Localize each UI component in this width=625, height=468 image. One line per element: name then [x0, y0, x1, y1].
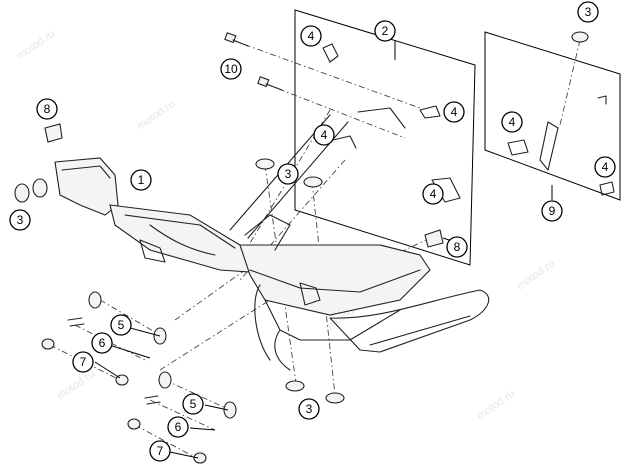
bracket-kit-panel-2 — [484, 31, 621, 201]
bushings — [41, 291, 237, 464]
callout-label: 3 — [306, 402, 313, 416]
callout-2: 2 — [374, 20, 396, 42]
callout-3: 3 — [277, 163, 299, 185]
callout-label: 6 — [99, 336, 106, 350]
callout-3: 3 — [9, 209, 31, 231]
callout-label: 4 — [602, 160, 609, 174]
callout-label: 7 — [157, 444, 164, 458]
callout-label: 4 — [321, 128, 328, 142]
callout-3: 3 — [298, 398, 320, 420]
callout-label: 4 — [509, 115, 516, 129]
callout-3: 3 — [577, 1, 599, 23]
callout-4: 4 — [443, 101, 465, 123]
callout-6: 6 — [91, 332, 113, 354]
callout-label: 3 — [285, 167, 292, 181]
clamps — [44, 123, 444, 248]
watermark-text: motod.ru — [55, 368, 97, 403]
callout-4: 4 — [594, 156, 616, 178]
frame — [54, 114, 490, 371]
callout-5: 5 — [110, 314, 132, 336]
callout-label: 6 — [175, 420, 182, 434]
callout-1: 1 — [130, 169, 152, 191]
callout-label: 7 — [80, 355, 87, 369]
callout-label: 5 — [190, 397, 197, 411]
callout-label: 5 — [118, 318, 125, 332]
callout-5: 5 — [182, 393, 204, 415]
callout-label: 1 — [138, 173, 145, 187]
callout-label: 4 — [308, 29, 315, 43]
callout-7: 7 — [149, 440, 171, 462]
callout-7: 7 — [72, 351, 94, 373]
callout-label: 4 — [451, 105, 458, 119]
leader-lines — [94, 40, 553, 459]
callout-10: 10 — [220, 58, 242, 80]
callout-9: 9 — [541, 200, 563, 222]
callout-label: 3 — [585, 5, 592, 19]
watermark-text: motod.ru — [15, 28, 57, 63]
callout-4: 4 — [300, 25, 322, 47]
callout-4: 4 — [501, 111, 523, 133]
grommets — [14, 31, 589, 404]
callout-label: 8 — [454, 240, 461, 254]
callout-label: 3 — [17, 213, 24, 227]
watermark-text: motod.ru — [135, 98, 177, 133]
callout-4: 4 — [313, 124, 335, 146]
callout-8: 8 — [446, 236, 468, 258]
callout-4: 4 — [422, 183, 444, 205]
callout-label: 4 — [430, 187, 437, 201]
callout-label: 2 — [382, 24, 389, 38]
bolts — [224, 32, 283, 91]
watermark-text: motod.ru — [515, 258, 557, 293]
callout-label: 8 — [44, 102, 51, 116]
watermark-text: motod.ru — [475, 388, 517, 423]
callout-label: 9 — [549, 204, 556, 218]
callout-label: 10 — [224, 62, 238, 76]
callout-6: 6 — [167, 416, 189, 438]
callout-8: 8 — [36, 98, 58, 120]
